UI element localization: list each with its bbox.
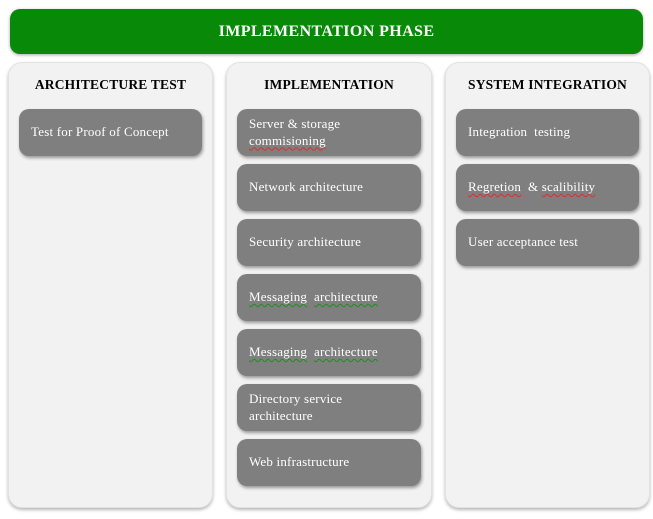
task-box-web-infrastructure: Web infrastructure [237,439,421,486]
task-label: User acceptance test [468,234,578,251]
task-label: Integration testing [468,124,570,141]
task-label: Messaging architecture [249,344,378,361]
phase-title: IMPLEMENTATION PHASE [218,22,435,40]
task-label: Messaging architecture [249,289,378,306]
task-text: & [521,179,542,195]
task-text: Server & storage [249,115,341,131]
grammar-flagged-text: architecture [314,289,378,305]
misspelled-text: scalibility [541,179,596,195]
task-text: User acceptance test [468,234,579,250]
task-box-user-acceptance-test: User acceptance test [456,219,639,266]
column-title-system-integration: SYSTEM INTEGRATION [467,77,627,92]
task-box-list: Integration testing Regretion & scalibil… [456,109,639,266]
task-text: Network architecture [249,179,364,195]
misspelled-text: commisioning [249,132,326,148]
grammar-flagged-text: Messaging [249,289,308,305]
task-box-network-architecture: Network architecture [237,164,421,211]
task-label: Network architecture [249,179,363,196]
task-box-directory-service-architecture: Directory service architecture [237,384,421,431]
task-box-security-architecture: Security architecture [237,219,421,266]
task-label: Web infrastructure [249,454,349,471]
task-text: Directory service architecture [249,390,346,423]
task-box-messaging-architecture-2: Messaging architecture [237,329,421,376]
grammar-flagged-text: Messaging [249,344,308,360]
task-box-test-for-proof-of-concept: Test for Proof of Concept [19,109,202,156]
task-box-integration-testing: Integration testing [456,109,639,156]
task-text: Integration testing [468,124,571,140]
phase-header-banner: IMPLEMENTATION PHASE [10,9,643,54]
task-label: Regretion & scalibility [468,179,595,196]
task-label: Test for Proof of Concept [31,124,169,141]
column-title-implementation: IMPLEMENTATION [264,77,394,92]
misspelled-text: Regretion [468,179,522,195]
task-text [307,289,314,304]
task-label: Security architecture [249,234,361,251]
columns-row: ARCHITECTURE TEST Test for Proof of Conc… [8,62,650,508]
task-text: Test for Proof of Concept [31,124,169,140]
task-box-list: Test for Proof of Concept [19,109,202,156]
task-box-messaging-architecture-1: Messaging architecture [237,274,421,321]
task-text: Web infrastructure [249,454,350,470]
column-architecture-test: ARCHITECTURE TEST Test for Proof of Conc… [8,62,213,508]
task-label: Directory service architecture [249,391,409,425]
grammar-flagged-text: architecture [314,344,378,360]
column-title-architecture-test: ARCHITECTURE TEST [34,77,187,92]
task-text: Security architecture [249,234,362,250]
task-text [307,344,314,359]
task-box-regretion-scalibility: Regretion & scalibility [456,164,639,211]
column-system-integration: SYSTEM INTEGRATION Integration testing R… [445,62,650,508]
